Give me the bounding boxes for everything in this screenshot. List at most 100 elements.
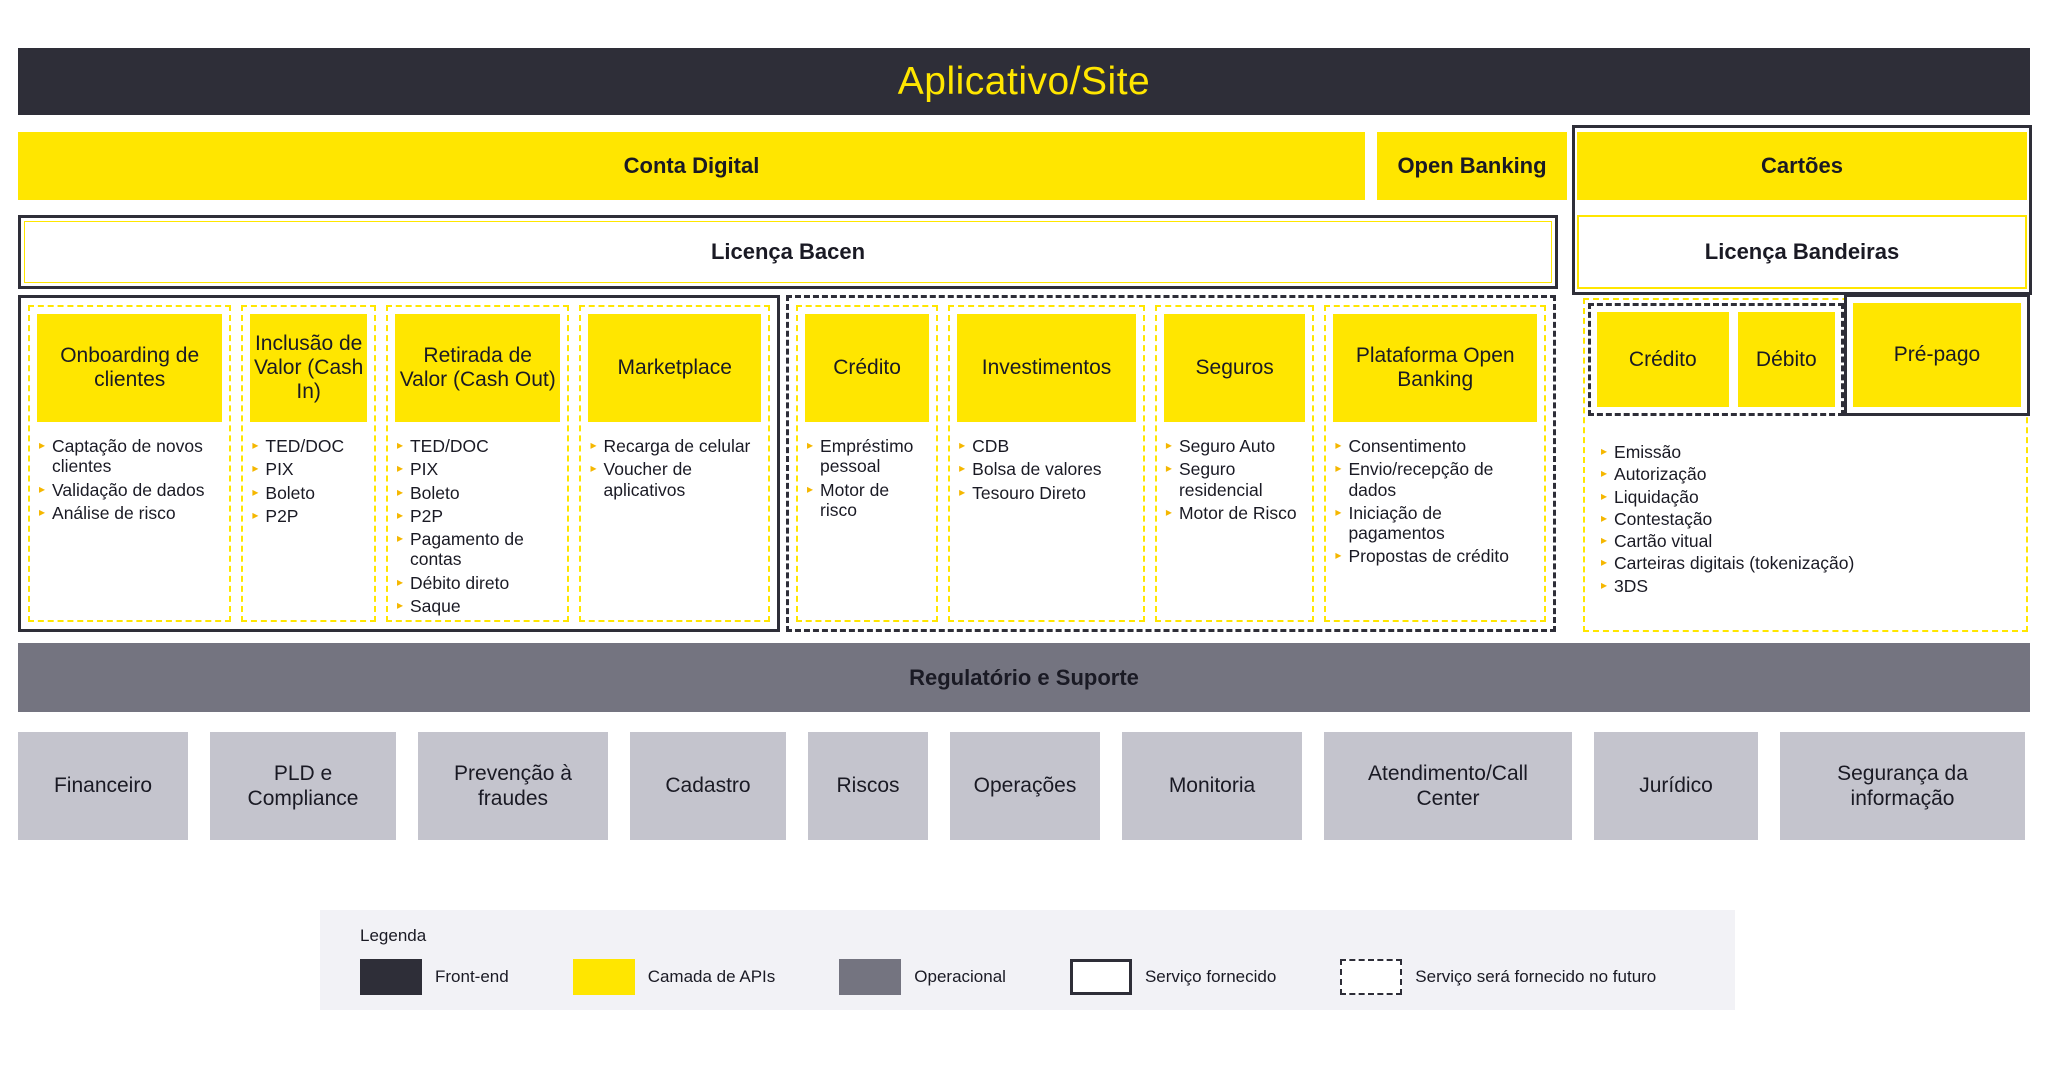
bullet-item-label: Análise de risco <box>52 502 176 523</box>
service-card-bullet-list: ▸Recarga de celular▸Voucher de aplicativ… <box>590 436 761 503</box>
bullet-icon: ▸ <box>1335 548 1342 563</box>
bullet-item-label: TED/DOC <box>409 436 489 456</box>
bullet-item-label: Seguro Auto <box>1178 436 1276 456</box>
legend-items-row: Front-end Camada de APIs Operacional Serviç… <box>360 959 1695 995</box>
group-services-provided: Onboarding de clientes ▸Captação de novos… <box>18 295 780 632</box>
legend-swatch-dashed <box>1340 959 1403 995</box>
bullet-icon: ▸ <box>1601 555 1608 570</box>
service-card: Onboarding de clientes ▸Captação de novos… <box>28 305 232 622</box>
bullet-list-item: ▸ Voucher de aplicativos <box>590 459 761 500</box>
bullet-list-item: ▸ Débito direto <box>397 573 561 593</box>
bullet-item-label: P2P <box>265 505 299 526</box>
bullet-list-item: ▸Saque <box>397 596 561 616</box>
service-card-bullet-list: ▸Seguro Auto▸Seguro residencial▸Motor de… <box>1166 436 1306 526</box>
legend-item-label: Operacional <box>914 967 1006 986</box>
service-card-bullet-list: ▸Consentimento▸Envio/recepção de dados▸I… <box>1335 436 1537 570</box>
bullet-item-label: PIX <box>265 459 294 480</box>
app-header-bar: Aplicativo/Site <box>18 48 2030 115</box>
bullet-item-label: Emissão <box>1614 442 1682 462</box>
bullet-list-item: ▸Captação de novos clientes <box>39 436 222 477</box>
bullet-list-item: ▸Bolsa de valores <box>959 459 1136 479</box>
service-card: Marketplace▸Recarga de celular▸Voucher d… <box>579 305 770 622</box>
bullet-item-label: Propostas de crédito <box>1348 546 1509 567</box>
legend-item: Camada de APIs <box>572 959 776 995</box>
bullet-item-label: P2P <box>409 505 444 526</box>
bullet-icon: ▸ <box>396 484 403 499</box>
bullet-item-label: Boleto <box>265 482 316 503</box>
bullet-item-label: Autorização <box>1614 464 1707 485</box>
bullet-item-label: Tesouro Direto <box>972 482 1086 503</box>
legend-item-label: Front-end <box>435 967 509 986</box>
bullet-icon: ▸ <box>39 504 46 519</box>
bullet-icon: ▸ <box>396 438 403 452</box>
service-card: Inclusão de Valor (Cash In)▸TED/DOC▸PIX▸… <box>241 305 376 622</box>
service-card-bullet-list: ▸CDB▸Bolsa de valores▸Tesouro Direto <box>959 436 1136 506</box>
bullet-icon: ▸ <box>959 438 966 452</box>
bullet-icon: ▸ <box>1601 577 1608 592</box>
bullet-icon: ▸ <box>1601 466 1608 481</box>
bullet-item-label: Consentimento <box>1348 436 1467 456</box>
bullet-list-item: ▸Cartão vitual <box>1601 531 2018 551</box>
bullet-icon: ▸ <box>396 531 403 546</box>
bullet-icon: ▸ <box>1165 438 1172 452</box>
service-card-bullet-list: ▸Empréstimo pessoal▸Motor de risco <box>807 436 929 523</box>
bullet-icon: ▸ <box>1335 438 1342 452</box>
bullet-icon: ▸ <box>396 461 403 476</box>
license-bandeiras-box: Licença Bandeiras <box>1577 215 2027 289</box>
bullet-list-item: ▸ Motor de Risco <box>1166 503 1306 523</box>
legend-swatch-oper <box>839 959 902 995</box>
bullet-item-label: Motor de Risco <box>1178 502 1297 523</box>
legend-item: Operacional <box>839 959 1006 995</box>
support-box: Operações <box>950 732 1100 840</box>
bullet-icon: ▸ <box>252 484 259 499</box>
support-box: Jurídico <box>1594 732 1758 840</box>
bullet-icon: ▸ <box>590 461 597 476</box>
bullet-list-item: ▸Motor de risco <box>807 480 929 521</box>
bullet-icon: ▸ <box>252 438 259 452</box>
bullet-icon: ▸ <box>590 438 597 452</box>
bullet-item-label: Cartão vitual <box>1614 531 1713 552</box>
bullet-item-label: Validação de dados <box>52 479 205 500</box>
service-card-bullet-list: ▸Captação de novos clientes▸Validação de… <box>39 436 222 526</box>
service-card: Plataforma Open Banking▸Consentimento▸En… <box>1324 305 1547 622</box>
bullet-icon: ▸ <box>1601 444 1608 458</box>
bullet-icon: ▸ <box>396 574 403 589</box>
group-services-future: Crédito▸Empréstimo pessoal▸Motor de risc… <box>786 295 1556 632</box>
bullet-list-item: ▸ TED/DOC <box>252 436 367 456</box>
bullet-item-label: PIX <box>409 459 439 480</box>
bullet-icon: ▸ <box>959 461 966 476</box>
bullet-icon: ▸ <box>39 438 46 452</box>
support-box: PLD e Compliance <box>210 732 396 840</box>
service-card-title: Onboarding de clientes <box>37 314 223 422</box>
bullet-item-label: TED/DOC <box>265 436 345 456</box>
bullet-item-label: Débito direto <box>409 572 510 593</box>
cartoes-bullet-list: ▸Emissão▸Autorização▸Liquidação▸Contesta… <box>1601 442 2018 598</box>
bullet-icon: ▸ <box>1335 461 1342 476</box>
service-card: Seguros▸Seguro Auto▸Seguro residencial▸M… <box>1154 305 1315 622</box>
legend-item-label: Camada de APIs <box>647 967 776 986</box>
legend-item-label: Serviço fornecido <box>1144 967 1277 986</box>
support-box: Prevenção à fraudes <box>418 732 608 840</box>
bullet-icon: ▸ <box>1165 504 1172 519</box>
bullet-item-label: Voucher de aplicativos <box>603 459 693 500</box>
bullet-icon: ▸ <box>396 507 403 522</box>
bullet-item-label: Boleto <box>409 482 460 503</box>
bullet-list-item: ▸Pagamento de contas <box>397 529 561 570</box>
bullet-icon: ▸ <box>807 438 814 452</box>
bullet-item-label: Carteiras digitais (tokenização) <box>1614 553 1855 574</box>
legend-swatch-frontend <box>360 959 422 995</box>
cartoes-provided-subgroup: Pré-pago <box>1844 294 2030 416</box>
service-card-title: Seguros <box>1163 314 1306 422</box>
bullet-list-item: ▸P2P <box>252 506 367 526</box>
support-box: Riscos <box>808 732 928 840</box>
service-card: Investimentos▸CDB▸Bolsa de valores▸Tesou… <box>948 305 1145 622</box>
support-box: Financeiro <box>18 732 188 840</box>
bullet-item-label: Iniciação de pagamentos <box>1348 502 1445 544</box>
bullet-list-item: ▸Tesouro Direto <box>959 483 1136 503</box>
cartoes-card-title: Débito <box>1737 312 1835 407</box>
bullet-list-item: ▸Recarga de celular <box>590 436 761 456</box>
bullet-list-item: ▸ Consentimento <box>1335 436 1537 456</box>
bullet-icon: ▸ <box>1601 488 1608 503</box>
bullet-list-item: ▸ Seguro Auto <box>1166 436 1306 456</box>
